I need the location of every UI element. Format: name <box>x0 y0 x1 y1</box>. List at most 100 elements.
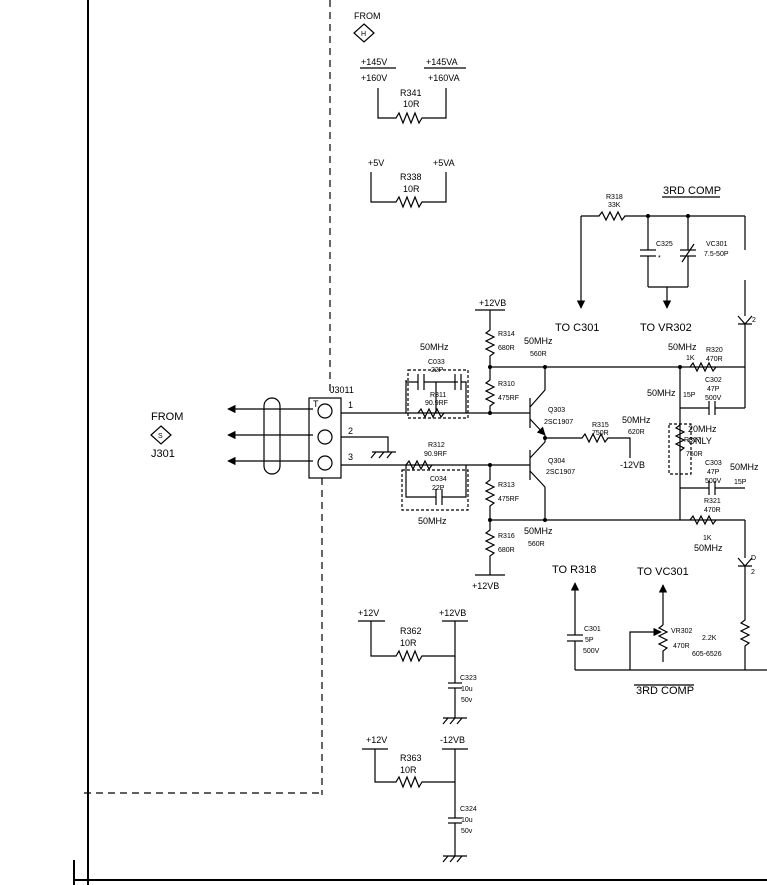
r314-alt: 560R <box>530 351 547 358</box>
r314-alt-freq: 50MHz <box>524 336 553 346</box>
d-upper: 2 <box>752 317 756 324</box>
r363-value: 10R <box>400 765 417 775</box>
r320-alt: 1K <box>686 355 695 362</box>
r311-value: 90.9RF <box>425 400 448 407</box>
supply-145-left-bottom: +160V <box>361 73 387 83</box>
supply-145-right-bottom: +160VA <box>428 73 460 83</box>
r338-value: 10R <box>403 184 420 194</box>
d-lower: 2 <box>751 569 755 576</box>
r316-ref: R316 <box>498 533 515 540</box>
from-h-marker: FROM H <box>353 11 381 43</box>
q303-type: 2SC1907 <box>544 419 573 426</box>
r316-alt-freq: 50MHz <box>524 526 553 536</box>
r311-ref: R311 <box>430 392 446 399</box>
emitter-supply: -12VB <box>620 460 645 470</box>
pin-1: 1 <box>348 400 353 410</box>
q304-type: 2SC1907 <box>546 469 575 476</box>
c033-freq: 50MHz <box>420 342 449 352</box>
r338-ref: R338 <box>400 172 422 182</box>
to-c301: TO C301 <box>555 322 599 334</box>
emitter-network: R315 750R 50MHz 620R -12VB <box>543 415 651 470</box>
from-top-label: FROM <box>354 11 381 21</box>
r362-ref: R362 <box>400 626 422 636</box>
c301-value: 5P <box>585 637 594 644</box>
to-vr302: TO VR302 <box>640 322 692 334</box>
r318-ref: R318 <box>606 194 623 201</box>
vc301-value: 7.5-50P <box>704 251 729 258</box>
r314-ref: R314 <box>498 331 515 338</box>
r315-alt: 620R <box>628 429 645 436</box>
from-left-label: FROM <box>151 411 183 423</box>
c324-ref: C324 <box>460 806 477 813</box>
filter2-out: -12VB <box>440 735 465 745</box>
c303-ref: C303 <box>705 460 722 467</box>
c303-freq: 50MHz <box>730 462 759 472</box>
lower-vcc: +12VB <box>472 581 499 591</box>
c303-volt: 500V <box>705 478 722 485</box>
diamond-icon <box>353 23 375 43</box>
c324-value: 10u <box>461 817 473 824</box>
c302-ref: C302 <box>705 377 722 384</box>
q304-ref: Q304 <box>548 458 565 465</box>
c301-volt: 500V <box>583 648 600 655</box>
c323-ref: C323 <box>460 675 477 682</box>
pin-2: 2 <box>348 426 353 436</box>
supply-5-left: +5V <box>368 158 384 168</box>
c325-ref: C325 <box>656 241 673 248</box>
from-top-symbol: H <box>361 31 366 38</box>
upper-stage: 50MHz C033 22P R311 90.9RF +12VB R314 68… <box>341 298 745 436</box>
r313-value: 475RF <box>498 496 519 503</box>
c302-value: 47P <box>707 386 720 393</box>
c302-volt: 500V <box>705 395 722 402</box>
r362-value: 10R <box>400 638 417 648</box>
c303-value: 47P <box>707 469 720 476</box>
to-r318: TO R318 <box>552 564 596 576</box>
r314-value: 680R <box>498 345 515 352</box>
vr302-alt: 2.2K <box>702 635 717 642</box>
filter-2: +12V -12VB R363 10R C324 10u 50v <box>362 735 477 863</box>
r320-ref: R320 <box>706 347 723 354</box>
comp-bottom: TO R318 TO VC301 C301 5P 500V VR302 470R… <box>552 564 767 697</box>
filter-1: +12V +12VB R362 10R C323 10u 50v <box>358 608 477 725</box>
filter1-in: +12V <box>358 608 379 618</box>
c303-alt: 15P <box>734 479 747 486</box>
r321-value: 470R <box>704 507 721 514</box>
c034-value: 22P <box>432 485 445 492</box>
r315-ref: R315 <box>592 422 609 429</box>
supply-5-jumper: +5V +5VA R338 10R <box>368 158 455 209</box>
c324-volt: 50v <box>461 828 473 835</box>
r341-value: 10R <box>403 99 420 109</box>
r318-value: 33K <box>608 202 621 209</box>
r315-value: 750R <box>592 430 609 437</box>
upper-vcc: +12VB <box>479 298 506 308</box>
r317-ref: R317 <box>684 437 701 444</box>
r317-value: 750R <box>686 451 703 458</box>
c302-alt: 15P <box>683 392 696 399</box>
r310-value: 475RF <box>498 395 519 402</box>
filter2-in: +12V <box>366 735 387 745</box>
connector-j3011: J3011 T 1 2 3 <box>227 385 396 479</box>
frame <box>73 0 767 885</box>
r310-ref: R310 <box>498 381 515 388</box>
diamond-icon <box>150 425 172 445</box>
r321-alt: 1K <box>703 535 712 542</box>
from-left-symbol: S <box>158 433 163 440</box>
c301-ref: C301 <box>584 626 601 633</box>
r316-alt: 560R <box>528 541 545 548</box>
from-j301: FROM S J301 <box>150 411 183 460</box>
c033-ref: C033 <box>428 359 445 366</box>
r341-ref: R341 <box>400 88 422 98</box>
j3011-ref: J3011 <box>330 385 354 395</box>
r315-alt-freq: 50MHz <box>622 415 651 425</box>
r313-ref: R313 <box>498 482 515 489</box>
c034-ref: C034 <box>430 476 447 483</box>
comp-bottom-title: 3RD COMP <box>636 685 694 697</box>
vr302-part: 605-6526 <box>692 651 722 658</box>
r312-ref: R312 <box>428 442 445 449</box>
right-network: 50MHz 1K R320 470R 50MHz 15P C302 47P 50… <box>647 280 759 670</box>
c323-volt: 50v <box>461 697 473 704</box>
vc301-ref: VC301 <box>706 241 728 248</box>
supply-145-jumper: +145V +160V +145VA +160VA R341 10R <box>360 57 466 125</box>
r320-freq: 50MHz <box>668 342 697 352</box>
